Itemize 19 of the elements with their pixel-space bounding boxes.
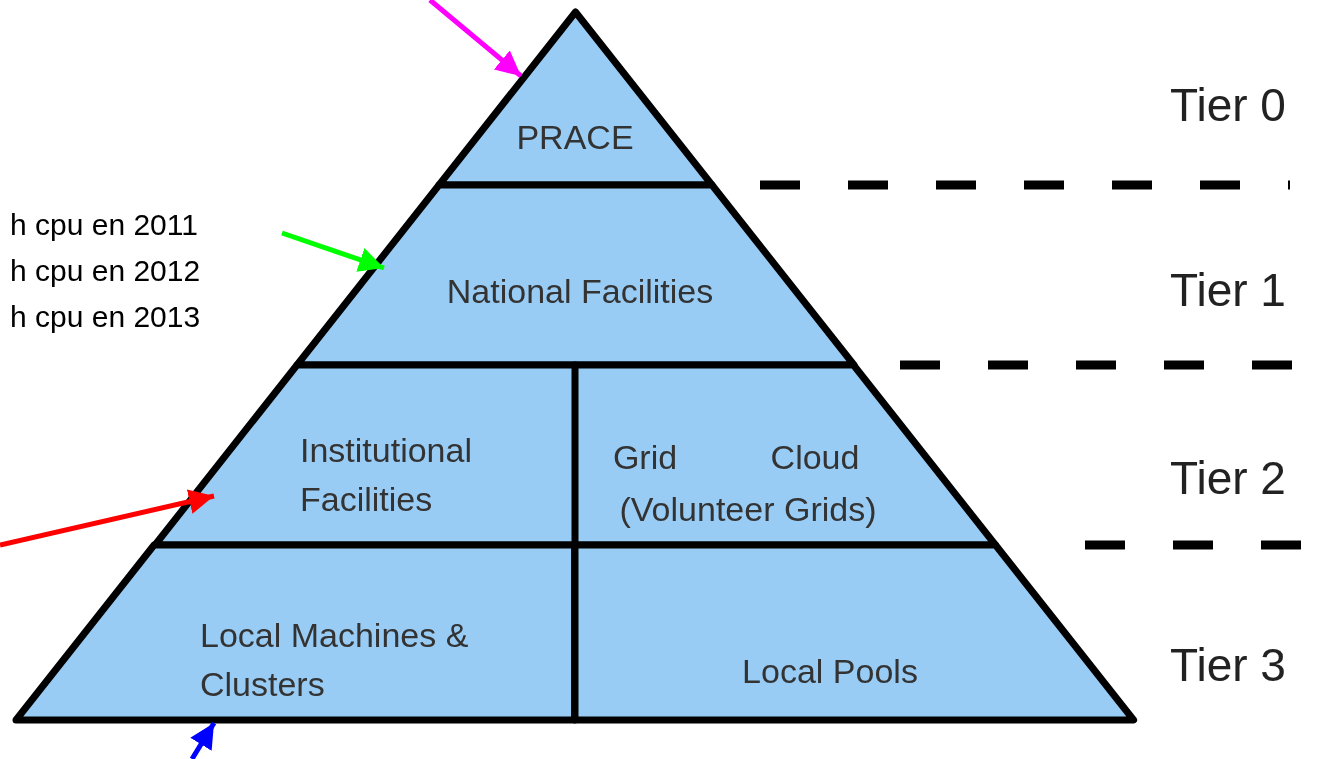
- tier-label: Local Machines & Clusters: [200, 614, 470, 705]
- tier-name: Tier 3: [1170, 638, 1286, 692]
- tier-label: Grid: [612, 437, 678, 479]
- arrow: [428, 0, 523, 78]
- arrow: [0, 489, 215, 548]
- tier-label: PRACE: [516, 117, 634, 159]
- tier-name: Tier 0: [1170, 78, 1286, 132]
- tier-label: Cloud: [770, 437, 860, 479]
- annotation-text: h cpu en 2012: [10, 253, 201, 290]
- tier-name: Tier 1: [1170, 263, 1286, 317]
- arrow: [281, 230, 385, 272]
- tier-label: Institutional Facilities: [300, 429, 473, 520]
- annotation-text: h cpu en 2013: [10, 299, 201, 336]
- tier-label: Local Pools: [742, 651, 918, 693]
- annotation-text: h cpu en 2011: [10, 207, 198, 244]
- tier-name: Tier 2: [1170, 451, 1286, 505]
- tier-label: (Volunteer Grids): [619, 489, 877, 531]
- tier-label: National Facilities: [446, 271, 714, 313]
- arrow: [189, 721, 217, 759]
